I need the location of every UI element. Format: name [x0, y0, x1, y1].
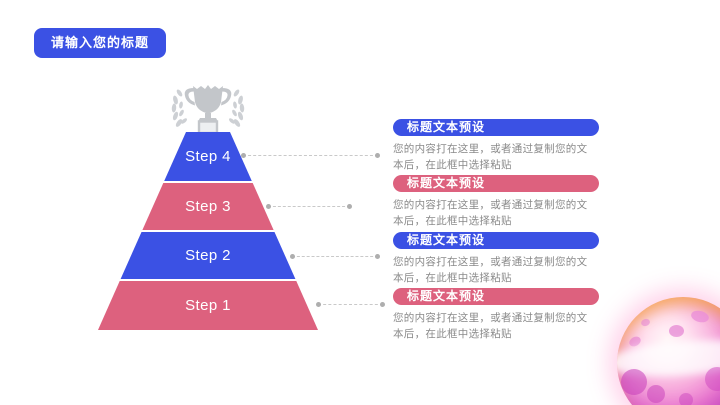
connector-line-step3 — [266, 204, 352, 209]
step-label: Step 4 — [185, 148, 231, 165]
callout-body-text[interactable]: 您的内容打在这里，或者通过复制您的文本后，在此框中选择粘贴 — [393, 199, 588, 228]
callout-body-text[interactable]: 您的内容打在这里，或者通过复制您的文本后，在此框中选择粘贴 — [393, 143, 588, 172]
callout-body-text[interactable]: 您的内容打在这里，或者通过复制您的文本后，在此框中选择粘贴 — [393, 256, 588, 285]
callout-block-3: 标题文本预设 您的内容打在这里，或者通过复制您的文本后，在此框中选择粘贴 — [393, 232, 599, 287]
pyramid-step-3[interactable]: Step 3 — [142, 183, 274, 230]
pyramid-diagram: Step 4 Step 3 Step 2 Step 1 — [88, 132, 328, 330]
callout-block-2: 标题文本预设 您的内容打在这里，或者通过复制您的文本后，在此框中选择粘贴 — [393, 175, 599, 230]
step-label: Step 3 — [185, 198, 231, 215]
step-label: Step 2 — [185, 247, 231, 264]
connector-line-step2 — [290, 254, 380, 259]
trophy-icon — [171, 85, 245, 135]
pyramid-step-2[interactable]: Step 2 — [120, 232, 296, 279]
callout-block-4: 标题文本预设 您的内容打在这里，或者通过复制您的文本后，在此框中选择粘贴 — [393, 288, 599, 343]
pyramid-step-4[interactable]: Step 4 — [164, 132, 252, 181]
callout-body-text[interactable]: 您的内容打在这里，或者通过复制您的文本后，在此框中选择粘贴 — [393, 312, 588, 341]
callout-block-1: 标题文本预设 您的内容打在这里，或者通过复制您的文本后，在此框中选择粘贴 — [393, 119, 599, 174]
slide-title-banner[interactable]: 请输入您的标题 — [34, 28, 167, 58]
callout-heading-pill[interactable]: 标题文本预设 — [393, 232, 599, 249]
pyramid-step-1[interactable]: Step 1 — [98, 281, 318, 330]
callout-heading-pill[interactable]: 标题文本预设 — [393, 119, 599, 136]
planet-sphere-icon — [617, 297, 720, 405]
callout-heading-pill[interactable]: 标题文本预设 — [393, 175, 599, 192]
step-label: Step 1 — [185, 297, 231, 314]
connector-line-step1 — [316, 302, 385, 307]
connector-line-step4 — [241, 153, 380, 158]
callout-heading-pill[interactable]: 标题文本预设 — [393, 288, 599, 305]
